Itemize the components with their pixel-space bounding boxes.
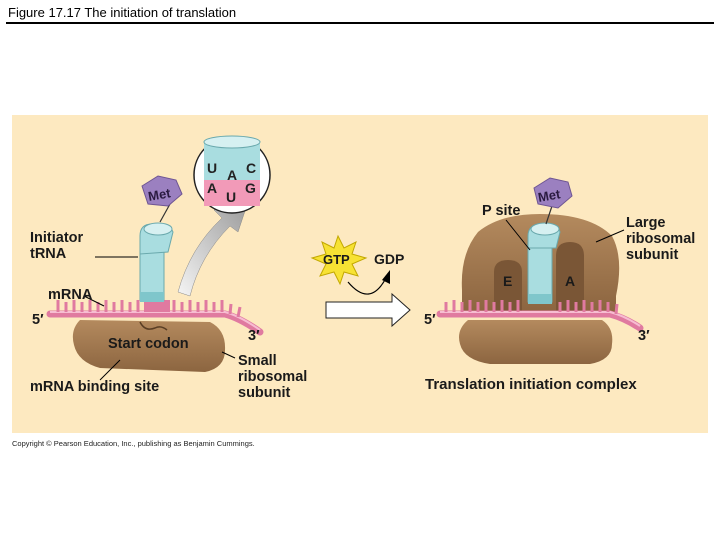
- mrna-strand-left: [46, 310, 264, 336]
- e-site-pocket: [494, 260, 522, 312]
- three-prime-right: 3′: [638, 328, 650, 344]
- leader-p-site: [505, 219, 531, 251]
- a-site-label: A: [565, 273, 575, 289]
- anticodon-u: U: [207, 160, 217, 176]
- anticodon-c: C: [246, 160, 256, 176]
- met-label-left: Met: [147, 185, 172, 204]
- small-subunit-label: Small ribosomal subunit: [238, 353, 308, 401]
- title-divider: [6, 22, 714, 24]
- gtp-to-gdp-arrow: [347, 277, 387, 295]
- slide-title: Figure 17.17 The initiation of translati…: [8, 5, 237, 20]
- gtp-burst: [310, 234, 368, 286]
- gdp-label: GDP: [374, 251, 404, 267]
- e-site-label: E: [503, 273, 512, 289]
- trna-p-site-top: [530, 222, 560, 236]
- met-hexagon-left: [141, 175, 183, 207]
- met-label-right: Met: [537, 186, 562, 205]
- start-codon: [144, 300, 170, 312]
- codon-u: U: [226, 189, 236, 205]
- leader-mrna: [83, 295, 105, 307]
- codon-g: G: [245, 180, 256, 196]
- anticodon-right: [528, 294, 552, 304]
- large-subunit-label: Large ribosomal subunit: [626, 215, 696, 263]
- initiator-trna-top: [143, 222, 173, 236]
- small-ribosomal-subunit-left: [72, 320, 226, 372]
- mrna-nucleotide-ticks-left: [56, 300, 242, 318]
- inset-mrna: [204, 180, 260, 206]
- copyright-notice: Copyright © Pearson Education, Inc., pub…: [12, 439, 255, 448]
- mrna-strand-left-highlight: [50, 311, 261, 331]
- reaction-arrow: [325, 292, 411, 328]
- five-prime-right: 5′: [424, 312, 436, 328]
- three-prime-left: 3′: [248, 328, 260, 344]
- mrna-binding-site-notch: [139, 321, 168, 331]
- start-codon-label: Start codon: [108, 336, 189, 352]
- leader-small-subunit: [221, 351, 236, 359]
- codon-a: A: [207, 180, 217, 196]
- mrna-strand-right-highlight: [440, 311, 641, 327]
- initiator-trna-label: Initiator tRNA: [30, 230, 84, 262]
- five-prime-left: 5′: [32, 312, 44, 328]
- gtp-label: GTP: [323, 252, 350, 267]
- small-ribosomal-subunit-right: [459, 320, 613, 364]
- mrna-nucleotide-ticks-right: [444, 300, 619, 315]
- trna-p-site-stem: [527, 245, 553, 303]
- mrna-strand-right: [436, 310, 644, 332]
- leader-mrna-binding-site: [99, 359, 121, 381]
- anticodon-a: A: [227, 167, 237, 183]
- a-site-pocket: [556, 242, 584, 312]
- met-link-right: [545, 205, 553, 225]
- mrna-binding-site-label: mRNA binding site: [30, 379, 160, 395]
- anticodon-left: [140, 292, 164, 302]
- leader-large-subunit: [595, 229, 625, 243]
- inset-trna-top: [203, 135, 261, 149]
- p-site-label: P site: [482, 203, 521, 219]
- inset-arrow: [177, 201, 249, 297]
- gtp-to-gdp-arrowhead: [382, 270, 390, 284]
- mrna-label: mRNA: [48, 287, 93, 303]
- met-hexagon-right: [533, 177, 573, 209]
- met-link-left: [159, 203, 171, 223]
- translation-initiation-complex-label: Translation initiation complex: [425, 376, 637, 393]
